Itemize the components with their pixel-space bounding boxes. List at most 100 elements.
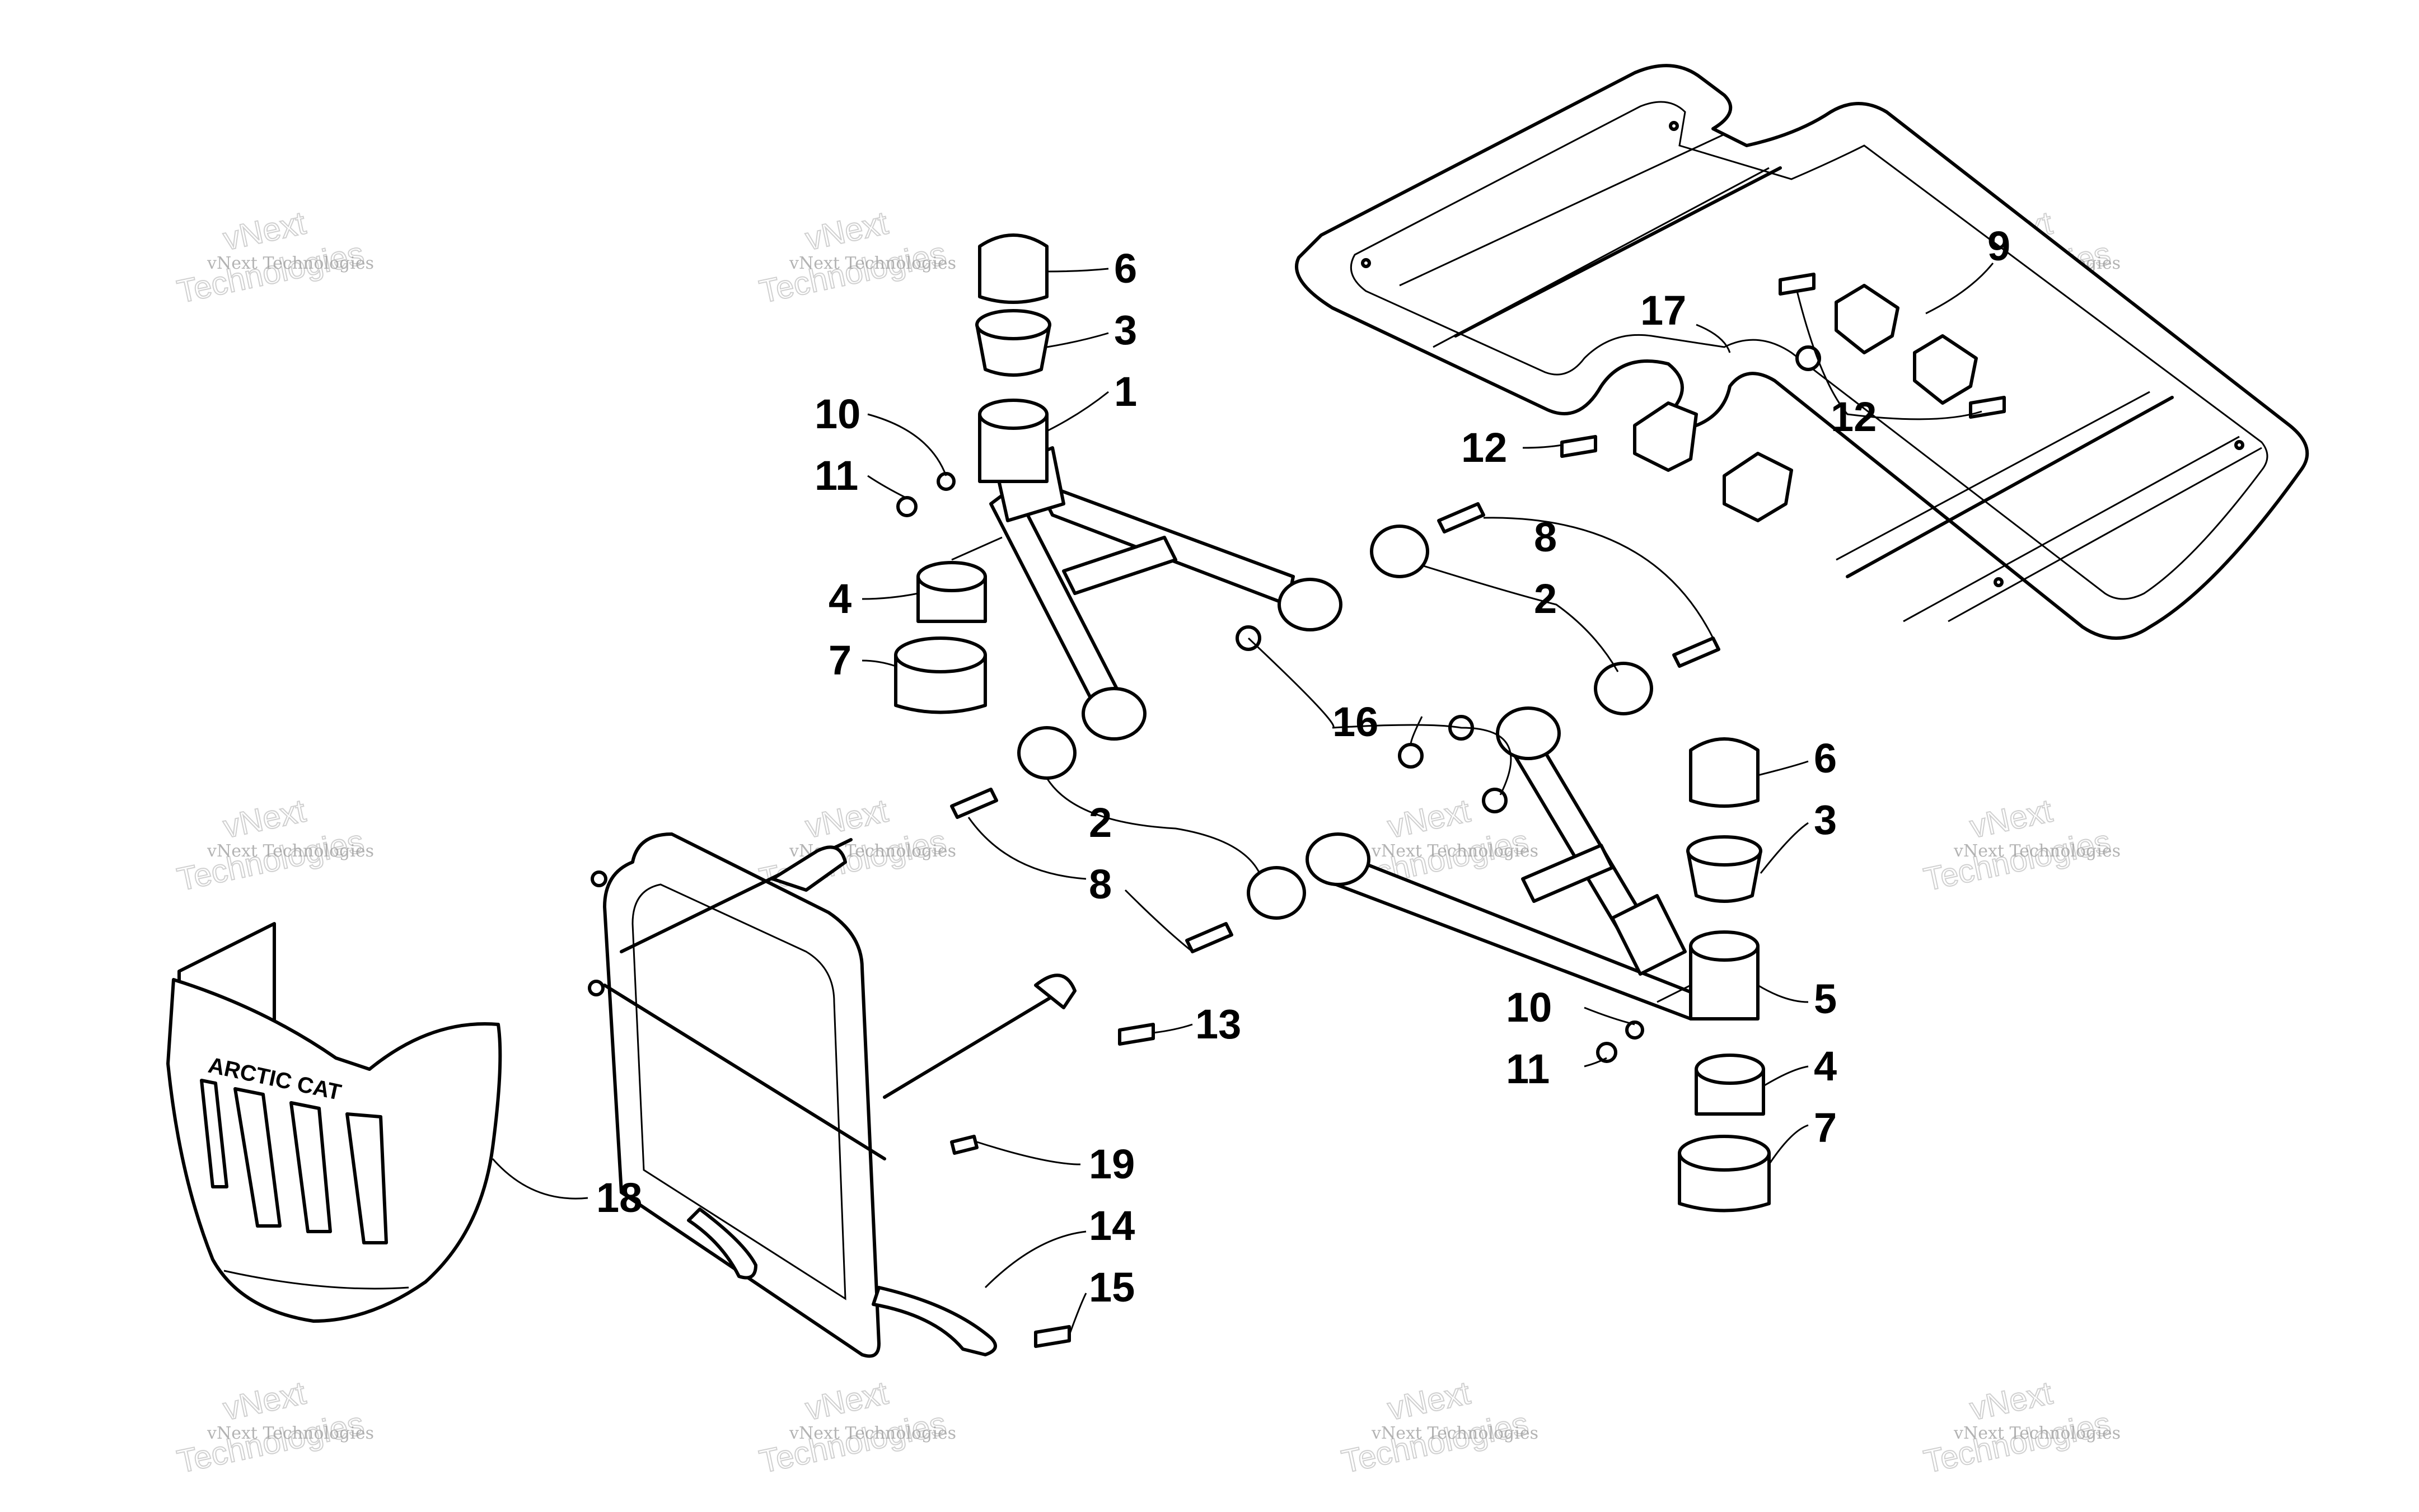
upper-ball-joint-stack bbox=[894, 233, 1051, 714]
watermark-tile: vNext Technologies vNext Technologies bbox=[1920, 792, 2121, 899]
bolt bbox=[950, 788, 998, 819]
upper-a-arm bbox=[978, 399, 1342, 741]
leader-7a bbox=[862, 659, 896, 667]
bushing-lower-top bbox=[916, 561, 987, 592]
watermark-small: vNext Technologies bbox=[789, 254, 956, 273]
watermark-tile: vNext Technologies vNext Technologies bbox=[756, 1374, 956, 1481]
watermark-small: vNext Technologies bbox=[1953, 1424, 2121, 1443]
callout-1: 1 bbox=[1114, 368, 1137, 415]
grease-fitting bbox=[937, 472, 956, 491]
rack-crossbar bbox=[1454, 166, 1782, 338]
rack-hole bbox=[1669, 121, 1679, 131]
leader-6a bbox=[1046, 268, 1109, 273]
leader-12b bbox=[1796, 291, 1982, 420]
guard-inner-loop bbox=[631, 883, 846, 1300]
pivot-bushing bbox=[1370, 525, 1429, 578]
grease-fitting bbox=[1625, 1021, 1644, 1040]
leader-3a bbox=[1046, 332, 1109, 348]
guard-upper-mount bbox=[771, 845, 847, 892]
leader-11a bbox=[867, 475, 907, 499]
nut bbox=[1482, 788, 1508, 813]
callout-2a: 2 bbox=[1534, 575, 1557, 622]
leader-6b bbox=[1757, 760, 1809, 776]
watermark-tile: vNext Technologies vNext Technologies bbox=[1920, 1374, 2121, 1481]
rack-rail bbox=[1399, 133, 1725, 287]
callout-10b: 10 bbox=[1506, 984, 1552, 1031]
watermark-tile: vNext Technologies vNext Technologies bbox=[174, 792, 374, 899]
leader-15 bbox=[1068, 1293, 1087, 1336]
bumper-body bbox=[166, 978, 502, 1323]
bolt bbox=[1034, 1325, 1071, 1348]
callout-5: 5 bbox=[1814, 976, 1837, 1022]
a-arm-lower-pivot bbox=[1306, 832, 1370, 886]
pivot-bushing bbox=[1017, 726, 1077, 780]
bearing-ring-top bbox=[1678, 1135, 1771, 1172]
a-arm-upper-cross-tube bbox=[1062, 536, 1177, 595]
cotter-pin bbox=[896, 496, 918, 517]
callout-17: 17 bbox=[1640, 287, 1686, 334]
callout-6b: 6 bbox=[1814, 735, 1837, 781]
bolt bbox=[1779, 273, 1816, 296]
guard-hook bbox=[687, 1207, 757, 1280]
guard-lower-bracket bbox=[872, 1286, 997, 1356]
callout-14: 14 bbox=[1089, 1202, 1135, 1249]
brush-guard bbox=[588, 832, 1077, 1358]
callout-2b: 2 bbox=[1089, 799, 1112, 846]
cap bbox=[978, 233, 1049, 304]
a-arm-lower-cross-tube bbox=[1521, 844, 1614, 903]
bolt bbox=[1185, 922, 1233, 953]
rack-mount-bracket bbox=[1835, 284, 1899, 354]
watermark-small: vNext Technologies bbox=[207, 841, 374, 861]
watermark-tile: vNext Technologies vNext Technologies bbox=[1338, 1374, 1538, 1481]
guard-main-loop bbox=[603, 832, 881, 1358]
leader-10a bbox=[867, 413, 947, 476]
rack-crossbar bbox=[1846, 396, 2174, 578]
watermark-small: vNext Technologies bbox=[207, 1424, 374, 1443]
bumper-vent bbox=[289, 1101, 332, 1233]
callout-7b: 7 bbox=[1814, 1104, 1837, 1151]
pivot-bushing bbox=[1594, 662, 1653, 715]
callout-13: 13 bbox=[1195, 1001, 1241, 1047]
leader-2a bbox=[1421, 564, 1619, 672]
leader-5 bbox=[1757, 984, 1809, 1003]
nut bbox=[1795, 345, 1821, 371]
guard-cross-bar bbox=[603, 984, 886, 1160]
watermark-small: vNext Technologies bbox=[1953, 841, 2121, 861]
callout-12b: 12 bbox=[1831, 394, 1877, 440]
bumper-edge bbox=[223, 1270, 409, 1290]
nut bbox=[1398, 743, 1424, 769]
rack-mount-bracket bbox=[1633, 401, 1698, 472]
bumper-cover: ARCTIC CAT bbox=[166, 922, 502, 1323]
bumper-vent bbox=[200, 1079, 228, 1188]
watermark-small: vNext Technologies bbox=[1371, 841, 1538, 861]
callout-6a: 6 bbox=[1114, 245, 1137, 292]
a-arm-upper-pivot bbox=[1082, 687, 1147, 741]
leader-17 bbox=[1696, 324, 1731, 353]
leader-2b bbox=[1046, 778, 1261, 874]
leader-axis-a bbox=[951, 536, 1003, 561]
leader-9 bbox=[1925, 263, 1994, 315]
guard-strut bbox=[883, 995, 1054, 1099]
callout-19: 19 bbox=[1089, 1141, 1135, 1187]
pivot-bushing bbox=[1247, 866, 1306, 920]
watermark-tile: vNext Technologies vNext Technologies bbox=[756, 204, 956, 311]
leader-16 bbox=[1247, 637, 1512, 795]
cap bbox=[1689, 737, 1760, 808]
lower-ball-joint-stack bbox=[1678, 737, 1771, 1213]
rack-rail bbox=[1948, 447, 2262, 622]
callout-8b: 8 bbox=[1089, 861, 1112, 907]
leader-19 bbox=[976, 1141, 1081, 1165]
bolt bbox=[1560, 435, 1597, 458]
callout-11b: 11 bbox=[1506, 1046, 1550, 1092]
bumper-vent bbox=[345, 1112, 388, 1244]
leader-1 bbox=[1046, 391, 1109, 432]
cotter-pin bbox=[1596, 1042, 1617, 1063]
guard-mount-hole bbox=[591, 870, 607, 887]
leader-4a bbox=[862, 592, 919, 600]
hardware bbox=[896, 273, 2006, 1348]
watermark-small: vNext Technologies bbox=[789, 1424, 956, 1443]
callout-4b: 4 bbox=[1814, 1043, 1837, 1089]
guard-side-mount bbox=[1034, 973, 1077, 1009]
watermark-tile: vNext Technologies vNext Technologies bbox=[174, 1374, 374, 1481]
leader-11b bbox=[1584, 1057, 1607, 1068]
